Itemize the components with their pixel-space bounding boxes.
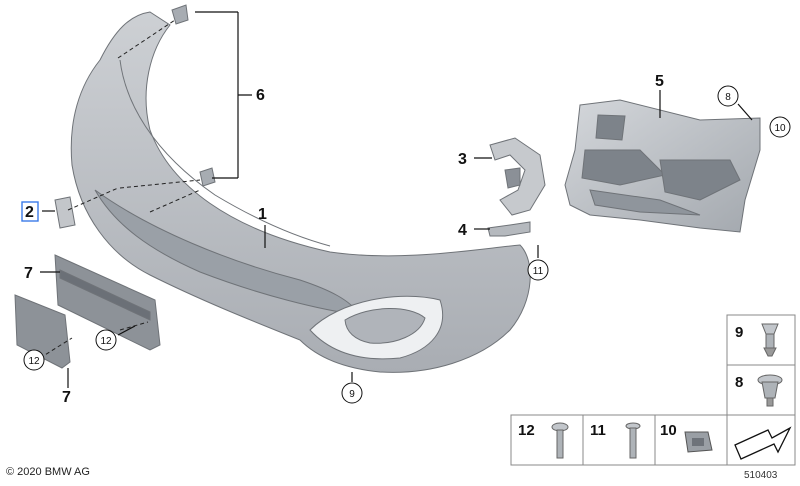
legend-cell-8 bbox=[726, 364, 796, 416]
plastic-nut-icon bbox=[757, 374, 783, 407]
callout-3: 3 bbox=[458, 151, 467, 168]
svg-text:11: 11 bbox=[590, 422, 606, 439]
callout-2-highlight bbox=[21, 201, 39, 222]
front-bumper-panel[interactable] bbox=[70, 11, 531, 373]
callout-5: 5 bbox=[655, 73, 664, 90]
legend-cell-12 bbox=[510, 414, 584, 466]
copyright-text: © 2020 BMW AG bbox=[6, 466, 90, 478]
expansion-rivet-icon bbox=[761, 323, 779, 357]
fastener-legend: 9 8 12 11 10 bbox=[510, 314, 796, 466]
callout-7-lower: 7 bbox=[62, 389, 71, 406]
callout-8: 8 bbox=[717, 85, 739, 107]
svg-text:12: 12 bbox=[100, 336, 112, 347]
callout-6: 6 bbox=[256, 87, 265, 104]
callout-12-left: 12 bbox=[23, 349, 45, 371]
leader-lines bbox=[40, 11, 753, 388]
svg-text:10: 10 bbox=[660, 422, 677, 439]
speed-nut-icon bbox=[684, 431, 713, 453]
callout-9: 9 bbox=[341, 382, 363, 404]
svg-text:11: 11 bbox=[533, 266, 544, 277]
callout-11: 11 bbox=[527, 259, 549, 281]
svg-text:9: 9 bbox=[349, 389, 355, 400]
grille-insert[interactable] bbox=[54, 196, 76, 229]
svg-text:12: 12 bbox=[28, 356, 40, 367]
clips-part-6[interactable] bbox=[171, 4, 216, 187]
license-plate-bracket-lower[interactable] bbox=[14, 294, 71, 369]
callout-12-right: 12 bbox=[95, 329, 117, 351]
legend-cell-11 bbox=[582, 414, 656, 466]
callout-4: 4 bbox=[458, 222, 467, 239]
svg-text:8: 8 bbox=[725, 92, 731, 103]
screw-icon-11 bbox=[625, 422, 641, 459]
svg-text:8: 8 bbox=[735, 374, 743, 391]
callout-2[interactable]: 2 bbox=[25, 204, 34, 221]
svg-text:12: 12 bbox=[518, 422, 535, 439]
bracket-part-3[interactable] bbox=[489, 137, 546, 216]
grille-carrier[interactable] bbox=[564, 99, 761, 233]
callout-1: 1 bbox=[258, 206, 267, 223]
legend-cell-9 bbox=[726, 314, 796, 366]
diagram-id: 510403 bbox=[744, 470, 778, 481]
callout-7-upper: 7 bbox=[24, 265, 33, 282]
trim-part-4[interactable] bbox=[487, 221, 531, 237]
screw-icon-12 bbox=[551, 422, 569, 459]
svg-text:9: 9 bbox=[735, 324, 743, 341]
callout-10: 10 bbox=[769, 116, 791, 138]
svg-text:10: 10 bbox=[774, 123, 786, 134]
direction-arrow-icon bbox=[734, 426, 792, 460]
